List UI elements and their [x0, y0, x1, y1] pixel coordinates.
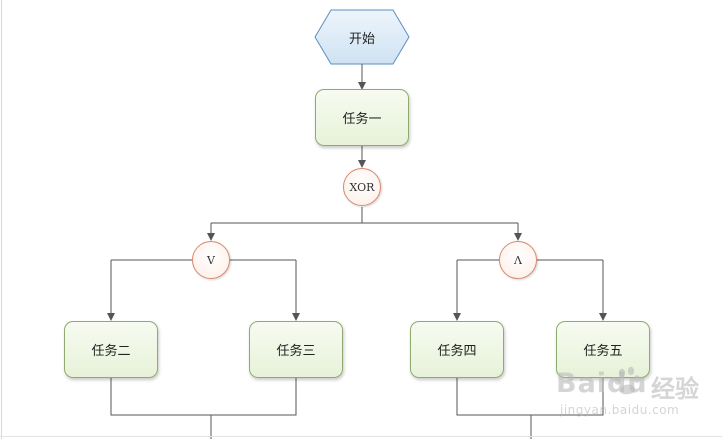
- start-node-label: 开始: [348, 31, 375, 47]
- start-node-shape: [314, 9, 410, 65]
- task2-node: 任务二: [64, 321, 158, 378]
- start-node: 开始: [315, 10, 409, 64]
- edge-merge-right: [456, 378, 604, 416]
- xor-gateway: XOR: [343, 168, 381, 206]
- watermark-url: jingyan.baidu.com: [560, 403, 680, 417]
- or-gateway: V: [192, 241, 230, 279]
- and-gateway: Λ: [499, 241, 537, 279]
- task5-node: 任务五: [556, 321, 650, 378]
- xor-gateway-label: XOR: [349, 180, 375, 194]
- task1-node: 任务一: [315, 89, 409, 146]
- paw-icon: [614, 366, 640, 395]
- bottom-divider: [0, 436, 722, 437]
- task1-label: 任务一: [342, 112, 382, 127]
- task3-label: 任务三: [276, 344, 316, 359]
- task3-node: 任务三: [249, 321, 343, 378]
- left-margin-rule: [1, 0, 2, 439]
- task2-label: 任务二: [91, 344, 131, 359]
- task4-node: 任务四: [410, 321, 504, 378]
- edge-merge-left: [110, 378, 297, 416]
- task4-label: 任务四: [437, 344, 477, 359]
- baidu-jingyan-watermark: Baidu 经验 jingyan.baidu.com: [556, 360, 716, 430]
- or-gateway-label: V: [207, 253, 215, 267]
- watermark-brand-cn: 经验: [651, 375, 699, 403]
- and-gateway-label: Λ: [514, 253, 522, 267]
- task5-label: 任务五: [583, 344, 623, 359]
